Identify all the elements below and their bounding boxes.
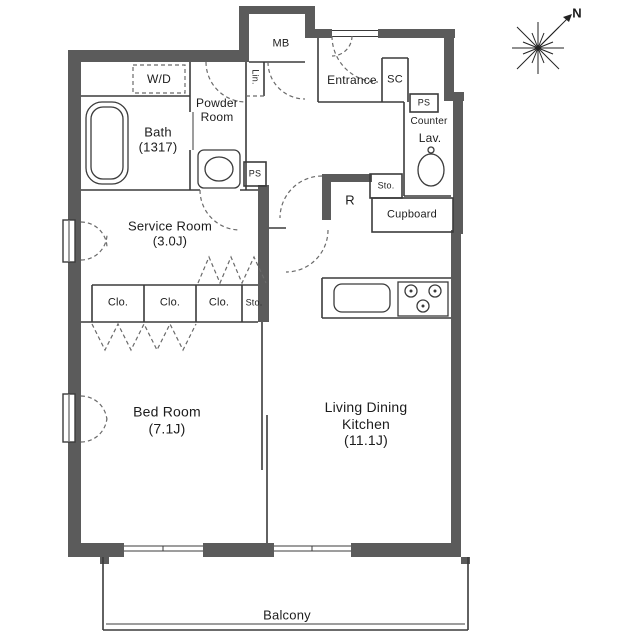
fixtures-layer bbox=[85, 101, 449, 317]
shoe-closet-label: SC bbox=[387, 73, 403, 86]
lavatory-sink bbox=[417, 146, 445, 187]
linen-label: Lin. bbox=[250, 69, 261, 85]
wd-label: W/D bbox=[147, 71, 171, 86]
partitions-layer bbox=[81, 38, 454, 552]
left-windows bbox=[62, 219, 76, 443]
closet-3-label: Clo. bbox=[208, 296, 230, 309]
bed-room-label: Bed Room (7.1J) bbox=[133, 403, 201, 436]
refrigerator-label: R bbox=[345, 192, 355, 208]
stove bbox=[397, 281, 449, 317]
north-arrowhead bbox=[563, 14, 572, 22]
balcony-outline bbox=[102, 557, 469, 631]
ps-mid-label: PS bbox=[248, 168, 262, 179]
entrance-label: Entrance bbox=[327, 72, 377, 87]
meter-box-label: MB bbox=[272, 37, 290, 50]
closet-1-label: Clo. bbox=[107, 296, 129, 309]
ldk-label: Living Dining Kitchen (11.1J) bbox=[324, 399, 408, 449]
balcony-label: Balcony bbox=[263, 607, 311, 623]
counter-label: Counter bbox=[410, 116, 448, 128]
closet-2-label: Clo. bbox=[159, 296, 181, 309]
cupboard-label: Cupboard bbox=[387, 208, 437, 221]
door-swings-layer bbox=[80, 35, 379, 443]
storage-lower-label: Sto. bbox=[245, 297, 263, 308]
kitchen-sink bbox=[333, 283, 391, 313]
storage-upper-label: Sto. bbox=[377, 180, 395, 191]
service-room-label: Service Room (3.0J) bbox=[127, 218, 213, 249]
bathtub bbox=[85, 101, 129, 185]
powder-room-label: Powder Room bbox=[196, 95, 238, 124]
entrance-door-opening bbox=[332, 29, 378, 38]
powder-room-sink bbox=[197, 149, 241, 189]
lavatory-label: Lav. bbox=[418, 130, 442, 145]
ps-top-label: PS bbox=[417, 97, 431, 108]
compass-rose bbox=[512, 14, 572, 74]
north-label: N bbox=[572, 5, 582, 21]
bath-label: Bath (1317) bbox=[138, 124, 178, 155]
